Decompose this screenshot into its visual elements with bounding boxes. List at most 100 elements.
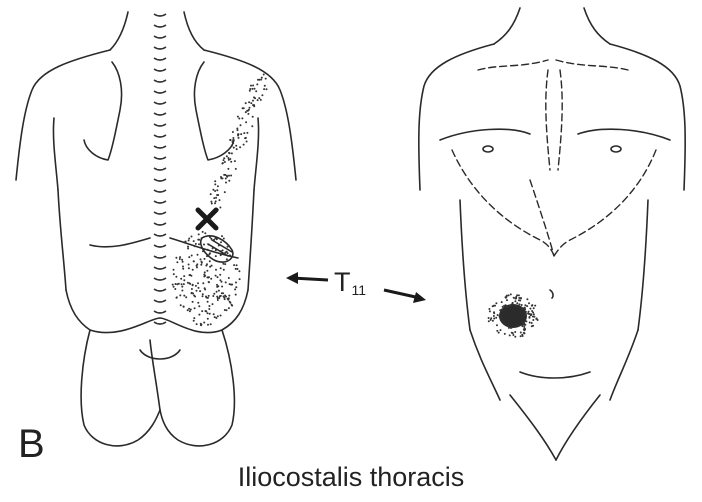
stipple-dot	[205, 296, 207, 298]
stipple-dot	[250, 85, 252, 87]
stipple-dot	[209, 260, 211, 262]
spine-marks	[154, 14, 166, 324]
stipple-dot	[176, 297, 178, 299]
stipple-dot	[251, 88, 253, 90]
stipple-dot	[263, 74, 265, 76]
stipple-dot	[188, 264, 190, 266]
stipple-dot	[516, 302, 518, 304]
stipple-dot	[220, 254, 222, 256]
stipple-dot	[520, 335, 522, 337]
stipple-dot	[208, 305, 210, 307]
stipple-dot	[221, 292, 223, 294]
stipple-dot	[235, 168, 237, 170]
stipple-dot	[215, 200, 217, 202]
stipple-dot	[193, 320, 195, 322]
stipple-dot	[174, 288, 176, 290]
stipple-dot	[183, 275, 185, 277]
stipple-dot	[521, 334, 523, 336]
stipple-dot	[227, 168, 229, 170]
stipple-dot	[518, 299, 520, 301]
stipple-dot	[212, 303, 214, 305]
stipple-dot	[223, 269, 225, 271]
stipple-dot	[187, 246, 189, 248]
stipple-dot	[228, 277, 230, 279]
spine-mark	[154, 14, 166, 16]
stipple-dot	[208, 276, 210, 278]
stipple-dot	[528, 317, 530, 319]
stipple-dot	[173, 269, 175, 271]
stipple-dot	[198, 239, 200, 241]
stipple-dot	[202, 231, 204, 233]
spine-mark	[154, 91, 166, 93]
stipple-dot	[527, 312, 529, 314]
stipple-dot	[232, 137, 234, 139]
stipple-dot	[207, 312, 209, 314]
stipple-dot	[522, 307, 524, 309]
stipple-dot	[195, 285, 197, 287]
stipple-dot	[238, 118, 240, 120]
stipple-dot	[524, 332, 526, 334]
stipple-dot	[512, 334, 514, 336]
stipple-dot	[198, 287, 200, 289]
stipple-dot	[180, 304, 182, 306]
stipple-dot	[240, 133, 242, 135]
stipple-dot	[530, 314, 532, 316]
stipple-dot	[181, 259, 183, 261]
stipple-dot	[200, 324, 202, 326]
stipple-dot	[195, 243, 197, 245]
stipple-dot	[228, 175, 230, 177]
stipple-dot	[260, 99, 262, 101]
stipple-dot	[210, 201, 212, 203]
stipple-dot	[520, 332, 522, 334]
stipple-dot	[253, 96, 255, 98]
stipple-dot	[228, 180, 230, 182]
stipple-dot	[252, 116, 254, 118]
stipple-dot	[258, 79, 260, 81]
spine-mark	[154, 234, 166, 236]
stipple-dot	[223, 297, 225, 299]
stipple-dot	[211, 203, 213, 205]
stipple-dot	[231, 152, 233, 154]
stipple-dot	[193, 260, 195, 262]
stipple-dot	[183, 295, 185, 297]
stipple-dot	[524, 320, 526, 322]
stipple-dot	[532, 319, 534, 321]
spine-mark	[154, 267, 166, 269]
spine-mark	[154, 102, 166, 104]
stipple-dot	[207, 301, 209, 303]
stipple-dot	[200, 258, 202, 260]
stipple-dot	[249, 90, 251, 92]
stipple-dot	[217, 194, 219, 196]
stipple-dot	[488, 317, 490, 319]
stipple-dot	[231, 145, 233, 147]
stipple-dot	[519, 303, 521, 305]
stipple-dot	[493, 305, 495, 307]
stipple-dot	[179, 294, 181, 296]
stipple-dot	[535, 318, 537, 320]
stipple-dot	[215, 269, 217, 271]
stipple-dot	[208, 295, 210, 297]
stipple-dot	[257, 99, 259, 101]
stipple-dot	[175, 283, 177, 285]
stipple-dot	[247, 113, 249, 115]
stipple-dot	[518, 294, 520, 296]
stipple-dot	[224, 191, 226, 193]
stipple-dot	[231, 305, 233, 307]
stipple-dot	[209, 313, 211, 315]
stipple-dot	[181, 290, 183, 292]
stipple-dot	[237, 116, 239, 118]
stipple-dot	[207, 249, 209, 251]
stipple-dot	[189, 283, 191, 285]
stipple-dot	[191, 288, 193, 290]
stipple-dot	[207, 324, 209, 326]
stipple-dot	[497, 314, 499, 316]
stipple-dot	[197, 254, 199, 256]
stipple-dot	[203, 244, 205, 246]
stipple-dot	[185, 241, 187, 243]
stipple-dot	[222, 162, 224, 164]
stipple-dot	[233, 147, 235, 149]
stipple-dot	[506, 299, 508, 301]
stipple-dot	[200, 264, 202, 266]
